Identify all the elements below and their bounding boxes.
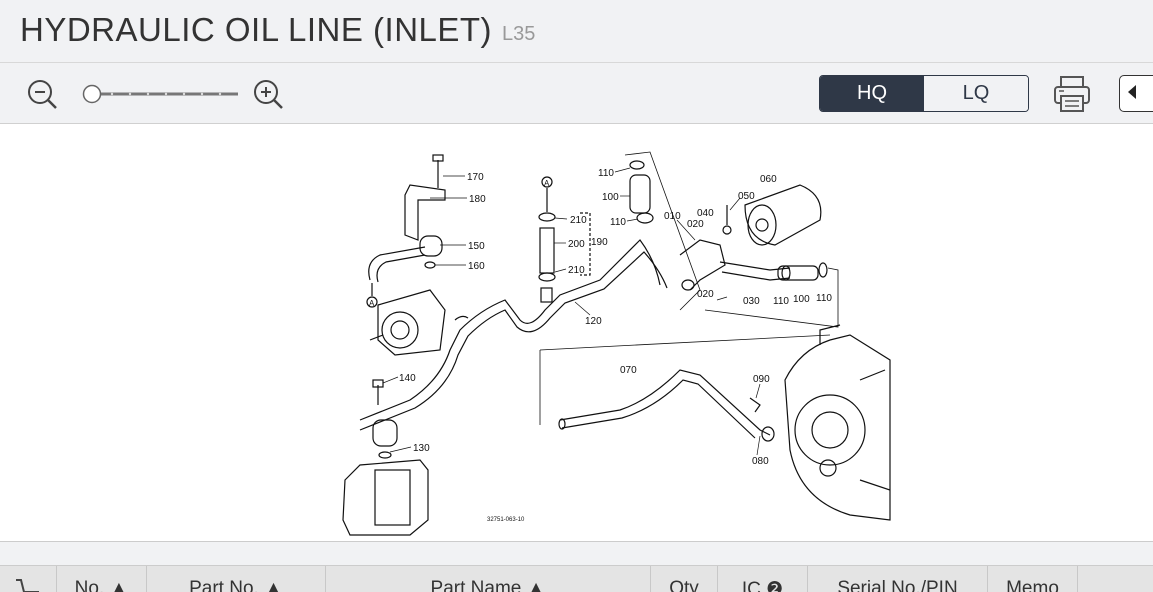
title-bar: HYDRAULIC OIL LINE (INLET) L35	[0, 0, 1153, 63]
reference-marker-a: A	[544, 179, 550, 188]
zoom-in-icon[interactable]	[252, 78, 284, 110]
callout-070[interactable]: 070	[620, 365, 637, 376]
callout-140[interactable]: 140	[399, 373, 416, 384]
back-arrow-icon	[1128, 85, 1136, 99]
callout-080[interactable]: 080	[752, 456, 769, 467]
parts-diagram[interactable]: 170 180 150 160 140 130 210 200 190 210 120 110 100 1…	[0, 124, 1153, 541]
cart-column[interactable]	[0, 566, 57, 592]
printer-icon[interactable]	[1052, 74, 1092, 114]
callout-090[interactable]: 090	[753, 374, 770, 385]
parts-table-header: No. ▲ Part No. ▲ Part Name ▲ Qty IC ❷ Se…	[0, 566, 1153, 592]
page-title: HYDRAULIC OIL LINE (INLET)	[20, 11, 493, 48]
callout-100[interactable]: 100	[793, 294, 810, 305]
callout-020[interactable]: 020	[697, 289, 714, 300]
callout-050[interactable]: 050	[738, 191, 755, 202]
col-extra	[1078, 566, 1153, 592]
col-ic[interactable]: IC ❷	[718, 566, 808, 592]
diagram-caption: 32751-063-10	[487, 517, 525, 523]
callout-110[interactable]: 110	[598, 168, 614, 179]
slider-handle[interactable]	[82, 84, 102, 104]
callout-200[interactable]: 200	[568, 239, 585, 250]
callout-130[interactable]: 130	[413, 443, 430, 454]
diagram-footer-band	[0, 541, 1153, 566]
callout-190[interactable]: 190	[591, 237, 608, 248]
col-qty[interactable]: Qty	[651, 566, 718, 592]
callout-150[interactable]: 150	[468, 241, 485, 252]
callout-210[interactable]: 210	[570, 215, 587, 226]
callout-180[interactable]: 180	[469, 194, 486, 205]
callout-060[interactable]: 060	[760, 174, 777, 185]
callout-170[interactable]: 170	[467, 172, 484, 183]
callout-110[interactable]: 110	[816, 293, 832, 304]
col-part-no[interactable]: Part No. ▲	[147, 566, 326, 592]
callout-010[interactable]: 010	[664, 211, 681, 222]
quality-toggle: HQ LQ	[819, 75, 1029, 112]
callout-210[interactable]: 210	[568, 265, 585, 276]
callout-110[interactable]: 110	[610, 217, 626, 228]
col-memo[interactable]: Memo	[988, 566, 1078, 592]
lq-button[interactable]: LQ	[924, 76, 1028, 111]
callout-030[interactable]: 030	[743, 296, 760, 307]
zoom-out-icon[interactable]	[26, 78, 58, 110]
callout-020[interactable]: 020	[687, 219, 704, 230]
cart-icon	[16, 579, 39, 592]
model-label: L35	[502, 23, 536, 45]
callout-100[interactable]: 100	[602, 192, 619, 203]
callout-040[interactable]: 040	[697, 208, 714, 219]
reference-marker-a: A	[369, 299, 375, 308]
col-serial[interactable]: Serial No./PIN	[808, 566, 988, 592]
callout-120[interactable]: 120	[585, 316, 602, 327]
back-button[interactable]	[1119, 75, 1153, 112]
hq-button[interactable]: HQ	[820, 76, 924, 111]
zoom-slider[interactable]	[82, 84, 242, 104]
col-no[interactable]: No. ▲	[57, 566, 147, 592]
callout-160[interactable]: 160	[468, 261, 485, 272]
callout-110[interactable]: 110	[773, 296, 789, 307]
col-part-name[interactable]: Part Name ▲	[326, 566, 651, 592]
